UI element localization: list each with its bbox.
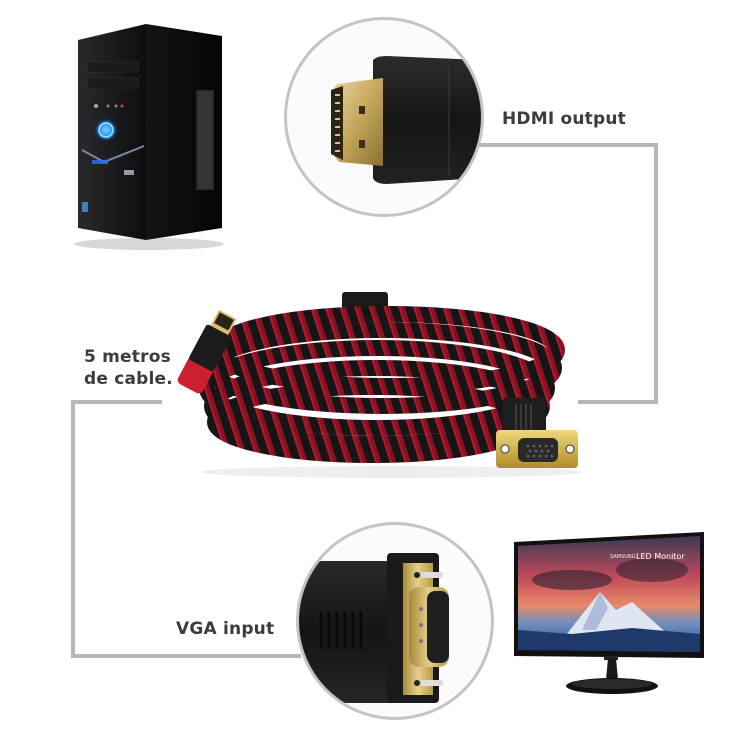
cable-length-line-2: de cable. xyxy=(84,369,173,389)
cable-hdmi-plug xyxy=(177,309,237,394)
connector-line-vga-top xyxy=(71,400,162,404)
connector-line-vga-bottom xyxy=(71,654,301,658)
pc-tower-image xyxy=(64,22,234,252)
hdmi-output-label: HDMI output xyxy=(502,109,627,129)
hdmi-connector-icon xyxy=(331,56,481,184)
connector-line-hdmi-bottom xyxy=(578,400,658,404)
connector-line-hdmi-right xyxy=(654,143,658,404)
cable-length-label: 5 metros de cable. xyxy=(84,346,173,390)
hdmi-to-vga-cable-image xyxy=(172,290,592,480)
cable-length-line-1: 5 metros xyxy=(84,347,171,367)
vga-connector-zoom-circle xyxy=(296,522,494,720)
vga-input-label: VGA input xyxy=(176,619,275,639)
vga-connector-icon xyxy=(299,553,449,703)
cable-vga-plug xyxy=(496,398,578,468)
connector-line-hdmi-top xyxy=(478,143,658,147)
monitor-model-text: LED Monitor xyxy=(636,552,685,561)
connector-line-vga-left xyxy=(71,400,75,658)
hdmi-connector-zoom-circle xyxy=(284,17,484,217)
monitor-brand-text: SAMSUNG xyxy=(610,554,636,560)
monitor-image: SAMSUNG LED Monitor xyxy=(512,530,708,698)
